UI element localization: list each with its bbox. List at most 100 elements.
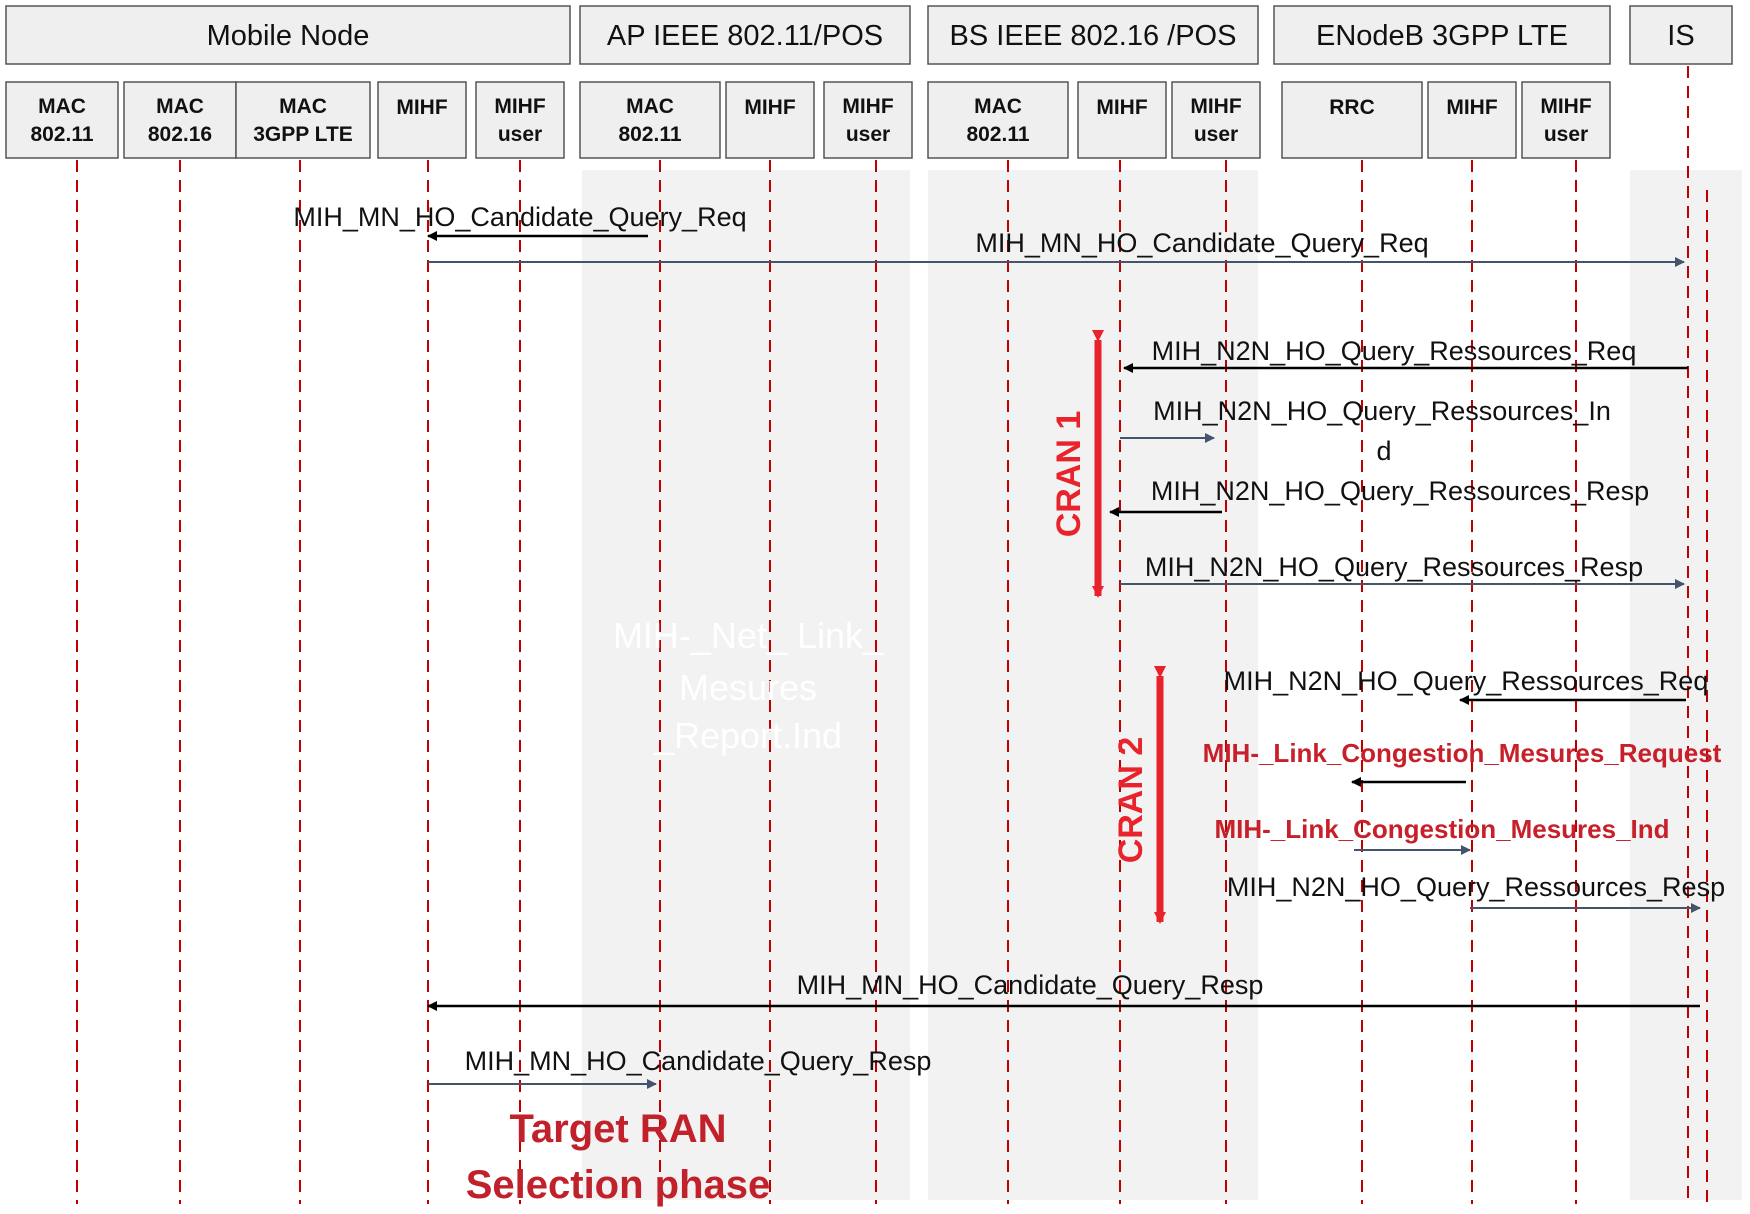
column-label-enb_user-2: user [1544, 123, 1588, 146]
group-headers: Mobile Node AP IEEE 802.11/POS BS IEEE 802… [5, 5, 1733, 65]
column-label-mn_user-2: user [498, 123, 542, 146]
column-label-mn_mac11-1: MAC [38, 95, 86, 118]
column-label-mn_mac16-1: MAC [156, 95, 204, 118]
cran-2-label: CRAN 2 [1112, 737, 1150, 864]
message-label-m12: MIH_MN_HO_Candidate_Query_Resp [465, 1046, 932, 1076]
group-enb: ENodeB 3GPP LTE [1273, 5, 1611, 65]
column-label-ap_user-1: MIHF [842, 95, 893, 118]
message-m12: MIH_MN_HO_Candidate_Query_Resp [428, 1046, 932, 1089]
column-mn_mac3g: MAC 3GPP LTE [235, 81, 371, 159]
group-label-bs: BS IEEE 802.16 /POS [950, 20, 1237, 52]
column-label-bs_mihf-1: MIHF [1096, 96, 1147, 119]
column-ap_user: MIHF user [823, 81, 913, 159]
column-box-enb_user [1521, 81, 1611, 159]
cran-1-label: CRAN 1 [1050, 411, 1088, 538]
message-label-m6: MIH_N2N_HO_Query_Ressources_Resp [1145, 552, 1643, 582]
message-m11: MIH_MN_HO_Candidate_Query_Resp [427, 970, 1700, 1011]
group-box-ap [579, 5, 911, 65]
column-label-bs_user-2: user [1194, 123, 1238, 146]
column-label-ap_user-2: user [846, 123, 890, 146]
column-enb_mihf: MIHF [1427, 81, 1517, 159]
column-mn_mihf: MIHF [377, 81, 467, 159]
message-m5: MIH_N2N_HO_Query_Ressources_Resp [1109, 476, 1649, 517]
column-label-bs_user-1: MIHF [1190, 95, 1241, 118]
group-label-mn: Mobile Node [207, 20, 370, 52]
group-box-mn [5, 5, 571, 65]
group-label-is: IS [1667, 20, 1694, 52]
message-label-m3: MIH_N2N_HO_Query_Ressources_Req [1152, 336, 1637, 366]
message-m6: MIH_N2N_HO_Query_Ressources_Resp [1120, 552, 1685, 589]
message-m9: MIH-_Link_Congestion_Mesures_Ind [1214, 814, 1670, 855]
message-label-m5: MIH_N2N_HO_Query_Ressources_Resp [1151, 476, 1649, 506]
column-enb_rrc: RRC [1281, 81, 1423, 159]
column-bs_mihf: MIHF [1077, 81, 1167, 159]
ghost-label-line-3: _Report.Ind [653, 715, 842, 756]
message-m2: MIH_MN_HO_Candidate_Query_Req [428, 228, 1685, 267]
column-label-enb_mihf-1: MIHF [1446, 96, 1497, 119]
cran-1-bracket: CRAN 1 [1050, 330, 1104, 598]
message-label-m9: MIH-_Link_Congestion_Mesures_Ind [1214, 814, 1669, 844]
column-box-ap_mac [579, 81, 721, 159]
column-label-mn_mihf-1: MIHF [396, 96, 447, 119]
message-label-m10: MIH_N2N_HO_Query_Ressources_Resp [1227, 872, 1725, 902]
message-m10: MIH_N2N_HO_Query_Ressources_Resp [1227, 872, 1725, 913]
column-label-mn_user-1: MIHF [494, 95, 545, 118]
column-label-mn_mac16-2: 802.16 [148, 123, 212, 146]
message-m1: MIH_MN_HO_Candidate_Query_Req [293, 202, 747, 241]
message-m4: MIH_N2N_HO_Query_Ressources_Ind [1120, 396, 1611, 466]
column-label-mn_mac3g-2: 3GPP LTE [253, 123, 353, 146]
group-bs: BS IEEE 802.16 /POS [927, 5, 1259, 65]
column-mn_user: MIHF user [475, 81, 565, 159]
column-label-bs_mac-1: MAC [974, 95, 1022, 118]
group-label-ap: AP IEEE 802.11/POS [607, 20, 883, 52]
phase-label-line-1: Target RAN [509, 1107, 726, 1151]
group-box-is [1629, 5, 1733, 65]
column-box-mn_user [475, 81, 565, 159]
message-label-m4: MIH_N2N_HO_Query_Ressources_In [1153, 396, 1611, 426]
group-is: IS [1629, 5, 1733, 65]
column-label-enb_rrc-1: RRC [1329, 96, 1375, 119]
column-label-ap_mihf-1: MIHF [744, 96, 795, 119]
messages: MIH_MN_HO_Candidate_Query_ReqMIH_MN_HO_C… [293, 202, 1725, 1089]
column-box-enb_mihf [1427, 81, 1517, 159]
phase-label: Target RAN Selection phase [466, 1107, 771, 1207]
column-mn_mac16: MAC 802.16 [123, 81, 237, 159]
message-m7: MIH_N2N_HO_Query_Ressources_Req [1224, 666, 1709, 705]
column-box-bs_mac [927, 81, 1069, 159]
ghost-label-line-1: MIH-_Net_ Link_ [613, 615, 884, 656]
message-label-m4-cont: d [1376, 436, 1391, 466]
column-box-mn_mihf [377, 81, 467, 159]
column-label-mn_mac3g-1: MAC [279, 95, 327, 118]
column-enb_user: MIHF user [1521, 81, 1611, 159]
message-m3: MIH_N2N_HO_Query_Ressources_Req [1123, 336, 1688, 373]
lifelines [76, 66, 1708, 1204]
message-label-m2: MIH_MN_HO_Candidate_Query_Req [975, 228, 1428, 258]
column-label-ap_mac-2: 802.11 [618, 123, 681, 146]
message-m8: MIH-_Link_Congestion_Mesures_Request [1203, 738, 1722, 787]
column-box-bs_user [1171, 81, 1261, 159]
bs-panel [928, 170, 1258, 1200]
column-box-ap_user [823, 81, 913, 159]
group-box-bs [927, 5, 1259, 65]
group-label-enb: ENodeB 3GPP LTE [1316, 20, 1568, 52]
message-label-m11: MIH_MN_HO_Candidate_Query_Resp [797, 970, 1264, 1000]
column-box-ap_mihf [725, 81, 815, 159]
phase-label-line-2: Selection phase [466, 1163, 771, 1207]
column-bs_user: MIHF user [1171, 81, 1261, 159]
message-label-m8: MIH-_Link_Congestion_Mesures_Request [1203, 738, 1722, 768]
message-label-m7: MIH_N2N_HO_Query_Ressources_Req [1224, 666, 1709, 696]
group-box-enb [1273, 5, 1611, 65]
column-box-bs_mihf [1077, 81, 1167, 159]
ap-panel [582, 170, 910, 1200]
column-box-mn_mac11 [5, 81, 119, 159]
column-box-mn_mac16 [123, 81, 237, 159]
ghost-label-line-2: Mesures [679, 667, 817, 708]
cran-2-bracket: CRAN 2 [1112, 666, 1166, 924]
column-box-enb_rrc [1281, 81, 1423, 159]
column-label-enb_user-1: MIHF [1540, 95, 1591, 118]
group-ap: AP IEEE 802.11/POS [579, 5, 911, 65]
